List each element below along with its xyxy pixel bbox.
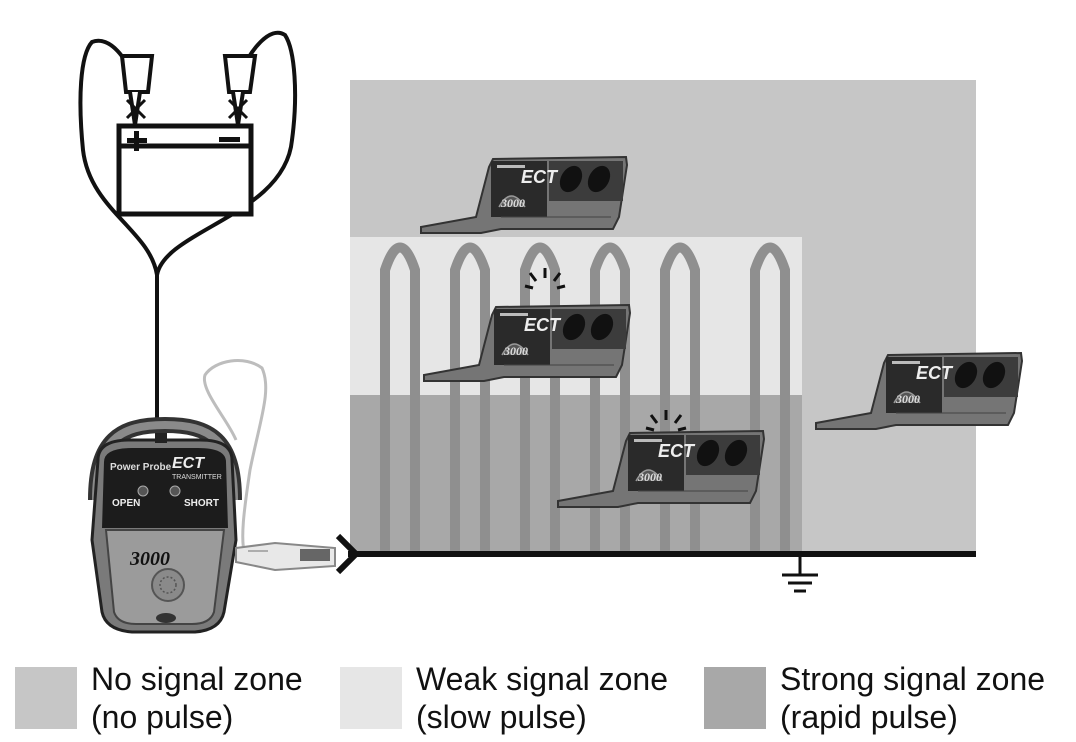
circuit-diagram: Power Probe ECT TRANSMITTER OPEN SHORT 3…: [78, 30, 1023, 634]
legend-strong-signal: Strong signal zone (rapid pulse): [704, 660, 1074, 736]
legend-label-no-signal: No signal zone (no pulse): [91, 661, 303, 735]
transmitter-open-label: OPEN: [112, 498, 140, 509]
probe-tip: [235, 541, 336, 572]
ect-transmitter: Power Probe ECT TRANSMITTER OPEN SHORT 3…: [90, 438, 238, 634]
pulse-arc: [660, 242, 700, 552]
wire-connector-arrow: [335, 533, 361, 575]
pulse-arc: [590, 242, 630, 552]
receiver-weak-signal: ECT 3000: [423, 304, 631, 382]
alligator-clip-positive: [119, 54, 155, 126]
svg-text:3000: 3000: [637, 470, 662, 484]
legend-swatch-weak-signal: [340, 667, 402, 729]
transmitter-short-label: SHORT: [184, 498, 219, 509]
svg-text:ECT: ECT: [658, 441, 696, 461]
transmitter-number: 3000: [129, 548, 170, 570]
svg-text:ECT: ECT: [524, 315, 562, 335]
battery-icon: [116, 123, 254, 217]
transmitter-brand: Power Probe: [110, 462, 172, 473]
legend-swatch-no-signal: [15, 667, 77, 729]
pulse-arc: [380, 242, 420, 552]
legend-weak-signal: Weak signal zone (slow pulse): [340, 660, 690, 736]
pulse-arc: [450, 242, 490, 552]
svg-text:3000: 3000: [503, 344, 528, 358]
alligator-clip-negative: [222, 54, 258, 126]
svg-text:3000: 3000: [895, 392, 920, 406]
svg-text:ECT: ECT: [521, 167, 559, 187]
ground-icon: [782, 556, 818, 593]
transmitter-subtitle: TRANSMITTER: [172, 474, 222, 481]
battery-wires: [78, 30, 298, 438]
probe-lead: [202, 359, 268, 556]
legend-label-weak-signal: Weak signal zone (slow pulse): [416, 661, 668, 735]
svg-text:ECT: ECT: [916, 363, 954, 383]
svg-text:3000: 3000: [500, 196, 525, 210]
signal-pulse-arcs: [380, 242, 790, 552]
legend-label-strong-signal: Strong signal zone (rapid pulse): [780, 661, 1046, 735]
transmitter-model: ECT: [172, 455, 205, 472]
receiver-no-signal-right: ECT 3000: [815, 352, 1023, 430]
receiver-strong-signal: ECT 3000: [557, 430, 765, 508]
legend-no-signal: No signal zone (no pulse): [15, 660, 335, 736]
receiver-no-signal-top: ECT 3000: [420, 156, 628, 234]
pulse-arc: [520, 242, 560, 552]
pulse-arc: [750, 242, 790, 552]
legend-swatch-strong-signal: [704, 667, 766, 729]
